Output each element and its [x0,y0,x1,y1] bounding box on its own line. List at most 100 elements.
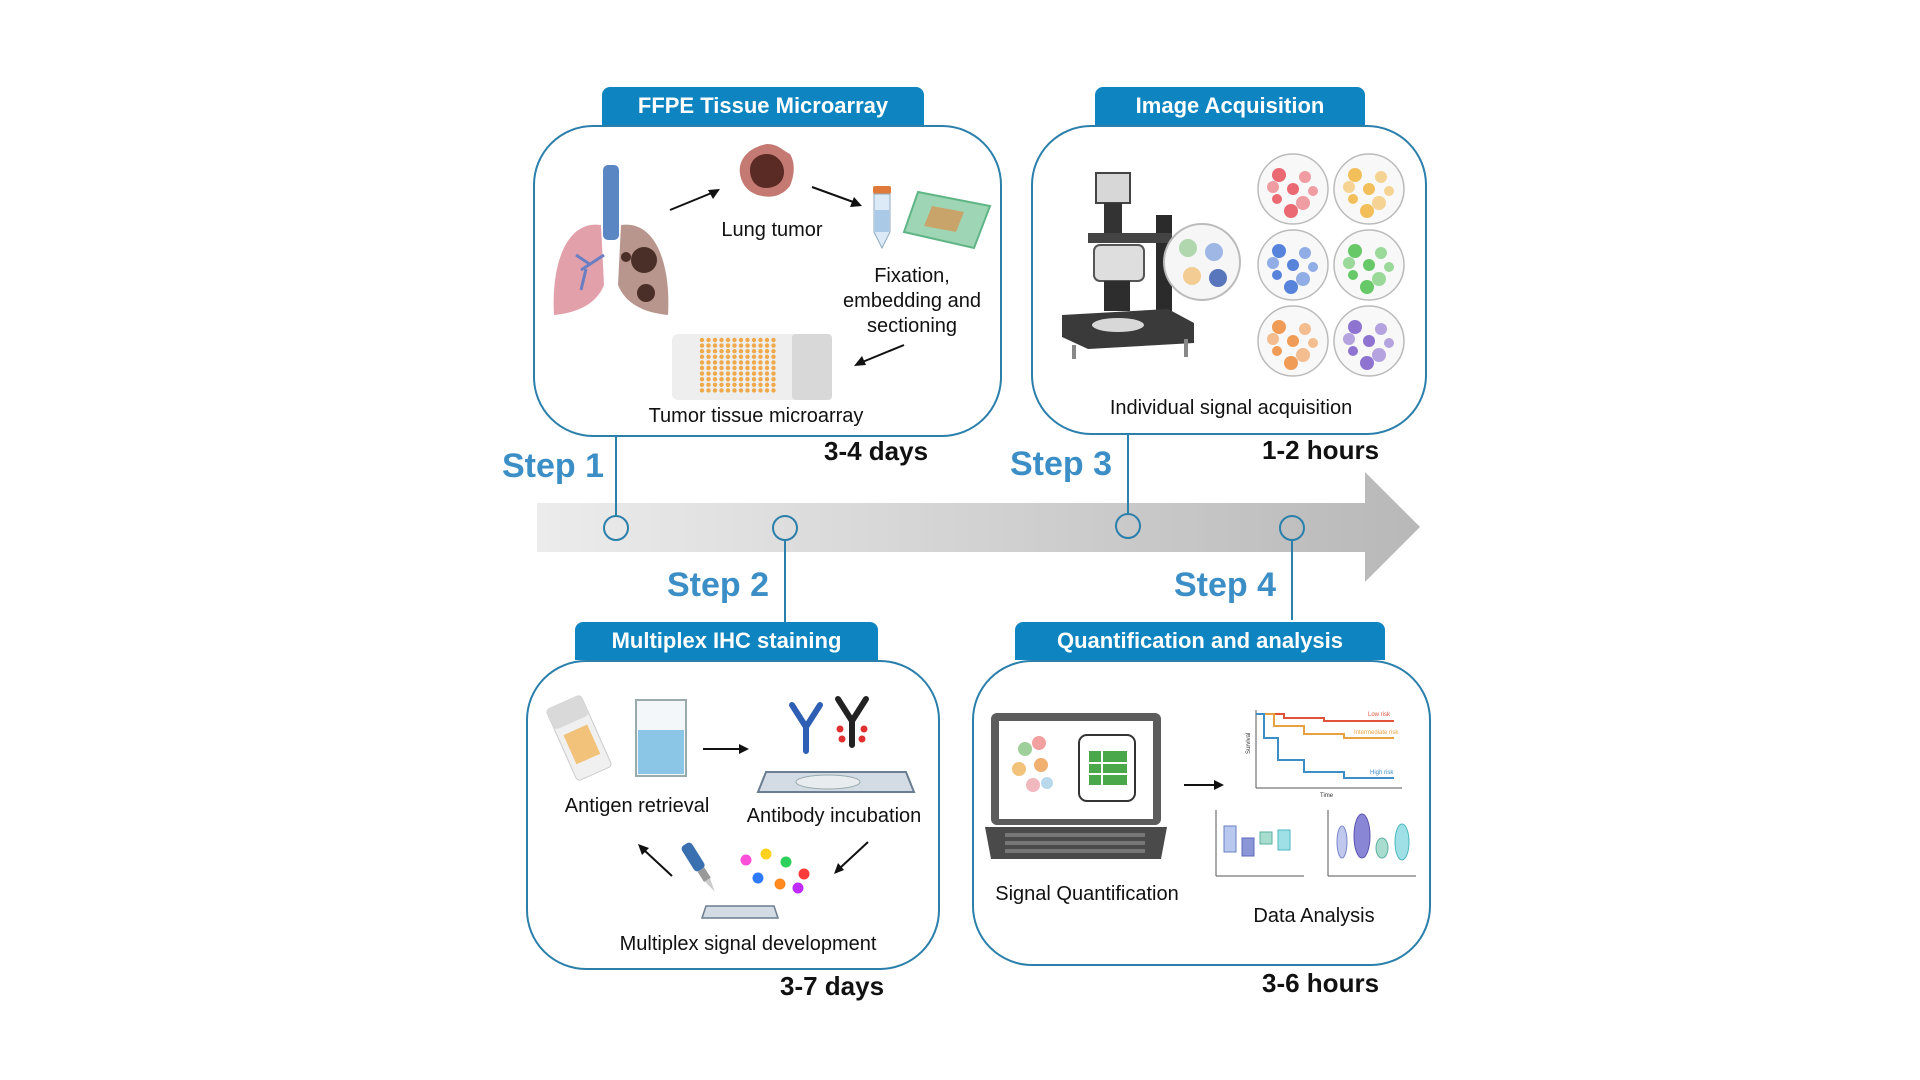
tma-core [732,382,737,387]
developed-slide-icon [700,905,780,919]
tma-core [725,388,731,393]
signal-dot [798,868,810,880]
signal-label: Multiplex signal development [619,933,877,955]
channel-image [1333,229,1405,301]
step4-title: Quantification and analysis [1015,622,1385,660]
lung-tumor-label: Lung tumor [721,219,823,241]
survival-curve-high [1256,713,1394,779]
tma-core [725,371,731,376]
tma-core [706,343,711,348]
tma-core [706,349,711,354]
arrow-icon [811,186,862,207]
tma-core [764,337,770,343]
step4-duration: 3-6 hours [1262,968,1380,998]
tma-core [751,377,757,382]
tma-core [725,343,731,348]
tma-core [764,377,770,382]
channel-image [1257,305,1329,377]
tma-core [745,388,750,393]
tma-core [771,377,776,382]
tma-core [719,349,724,354]
step1-connector [615,430,617,516]
tma-core [764,371,770,376]
tma-core [712,349,718,354]
tma-core [706,365,711,371]
incubation-slide-icon [756,771,916,793]
tma-core [771,371,776,376]
tma-core [725,360,731,365]
sample-tube-icon [873,186,891,250]
tma-core [719,354,724,359]
tma-core [745,349,750,354]
step4-connector [1291,540,1293,620]
arrow-icon [834,841,869,874]
tma-core [758,354,763,359]
tma-core [706,382,711,387]
tma-core [758,360,763,365]
arrow-icon [1184,780,1224,790]
tma-core [758,377,763,382]
tma-core [699,343,705,348]
tma-core [712,360,718,365]
staining-jar-icon [635,699,687,777]
tma-core [758,388,763,393]
tma-core [751,382,757,387]
tma-core [699,360,705,365]
lungs-icon [553,165,669,315]
tma-core [758,365,763,371]
step3-title: Image Acquisition [1095,87,1365,125]
tma-core [745,360,750,365]
tma-core [732,371,737,376]
tma-core [764,360,770,365]
step1-label: Step 1 [502,447,605,485]
tma-core [751,337,757,343]
tma-core [706,337,711,343]
tma-core [764,354,770,359]
survival-x-label: Time [1320,793,1334,799]
signal-dot [760,848,772,860]
arrow-icon [854,344,905,366]
timeline-arrow-body [537,472,1420,582]
signal-dot [752,872,764,884]
survival-y-label: Survival [1246,733,1252,754]
signal-dot [740,854,752,866]
step4-label: Step 4 [1174,566,1277,604]
tma-core [738,377,744,382]
tma-core [699,365,705,371]
tma-core [771,349,776,354]
tma-core [745,377,750,382]
tma-core [758,382,763,387]
tma-core [771,382,776,387]
tma-core [712,371,718,376]
tma-core [712,365,718,371]
signal-dots [740,848,810,894]
tissue-slide-icon [546,695,612,781]
tma-core [738,371,744,376]
tma-core [732,337,737,343]
tma-core [751,388,757,393]
tma-core [751,354,757,359]
tma-core [725,349,731,354]
tma-core [738,365,744,371]
tma-core [732,354,737,359]
step2-duration: 3-7 days [780,971,885,1001]
tma-core [719,360,724,365]
violin-plot-chart [1327,810,1416,877]
tma-core [771,354,776,359]
tma-core [738,337,744,343]
tma-core [764,388,770,393]
step2-title: Multiplex IHC staining [575,622,878,660]
tma-core [712,337,718,343]
microscope-icon [1062,172,1194,359]
tma-core [745,365,750,371]
tma-core [706,371,711,376]
tma-core [764,349,770,354]
tma-core [745,354,750,359]
tma-core [745,382,750,387]
survival-legend-high: High risk [1370,770,1394,776]
step4-node [1279,515,1305,541]
tma-core [751,343,757,348]
tma-core [699,349,705,354]
step1-duration: 3-4 days [824,436,929,466]
tma-core [738,360,744,365]
